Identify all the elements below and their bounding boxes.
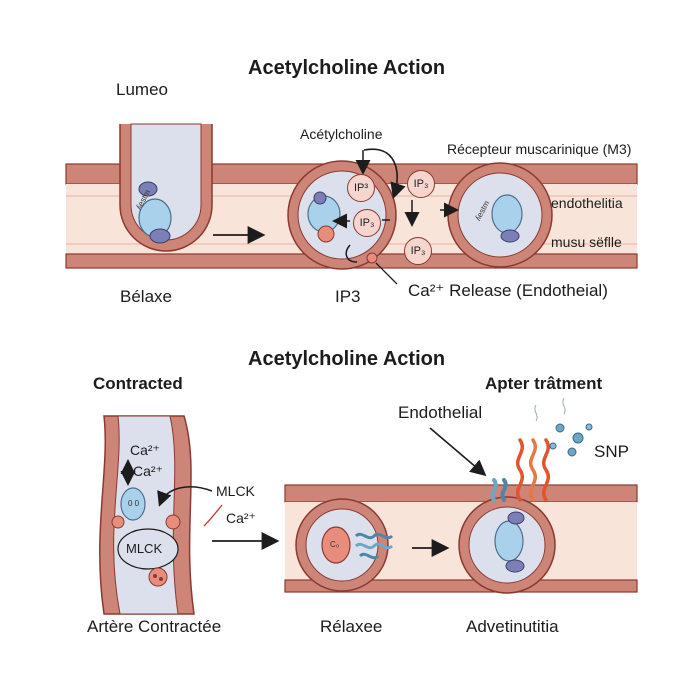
release-leader-line — [375, 262, 398, 285]
endothelial-arrow — [429, 427, 487, 477]
ip3-tag: IP₃ — [404, 237, 432, 265]
cell-text-c: C₀ — [330, 540, 340, 549]
after-treatment-label: Apter trâtment — [485, 374, 603, 393]
relaxed-label: Bélaxe — [120, 287, 172, 306]
ip3-tag: IP₃ — [407, 170, 435, 198]
calcium-release-label: Ca²⁺ Release (Endotheial) — [408, 281, 608, 300]
acetylcholine-label: Acétylcholine — [300, 126, 383, 142]
muscle-label: musu sëflle — [551, 234, 622, 250]
contracted-artery-label: Artère Contractée — [87, 617, 222, 636]
cell-text-d: 0 0 — [128, 499, 140, 508]
contracted-label: Contracted — [93, 374, 183, 393]
snp-label: SNP — [594, 442, 629, 461]
ip3-tag: IP₃ — [353, 209, 381, 237]
ip3-label: IP3 — [335, 287, 361, 306]
ip3-tag: IP³ — [347, 174, 375, 202]
bottom-right-cell — [458, 496, 556, 594]
mlck-bubble — [117, 528, 179, 570]
snp-no-waves — [516, 438, 550, 502]
calcium-label-2: Ca²⁺ — [133, 463, 163, 479]
mlck-inner-label: MLCK — [126, 541, 163, 556]
bottom-title: Acetylcholine Action — [248, 348, 446, 370]
endothelial-label: Endothelial — [398, 403, 483, 422]
top-right-cell — [447, 162, 553, 268]
calcium-label-3: Ca²⁺ — [226, 510, 256, 526]
top-middle-cell — [287, 160, 397, 270]
top-left-capsule — [119, 123, 213, 252]
lumen-label: Lumeo — [116, 80, 168, 99]
relaxed-bottom-label: Rélaxee — [320, 617, 383, 636]
adventitia-label: Advetinutitia — [466, 617, 559, 636]
mlck-label: MLCK — [216, 483, 255, 499]
receptor-label: Récepteur muscarinique (M3) — [447, 141, 632, 157]
endothelium-label: endothelitia — [551, 195, 623, 211]
calcium-label-1: Ca²⁺ — [130, 442, 160, 458]
top-title: Acetylcholine Action — [248, 57, 446, 79]
acetylcholine-arrow — [363, 148, 406, 200]
bottom-left-cell — [295, 498, 394, 592]
snp-beads — [534, 397, 593, 457]
